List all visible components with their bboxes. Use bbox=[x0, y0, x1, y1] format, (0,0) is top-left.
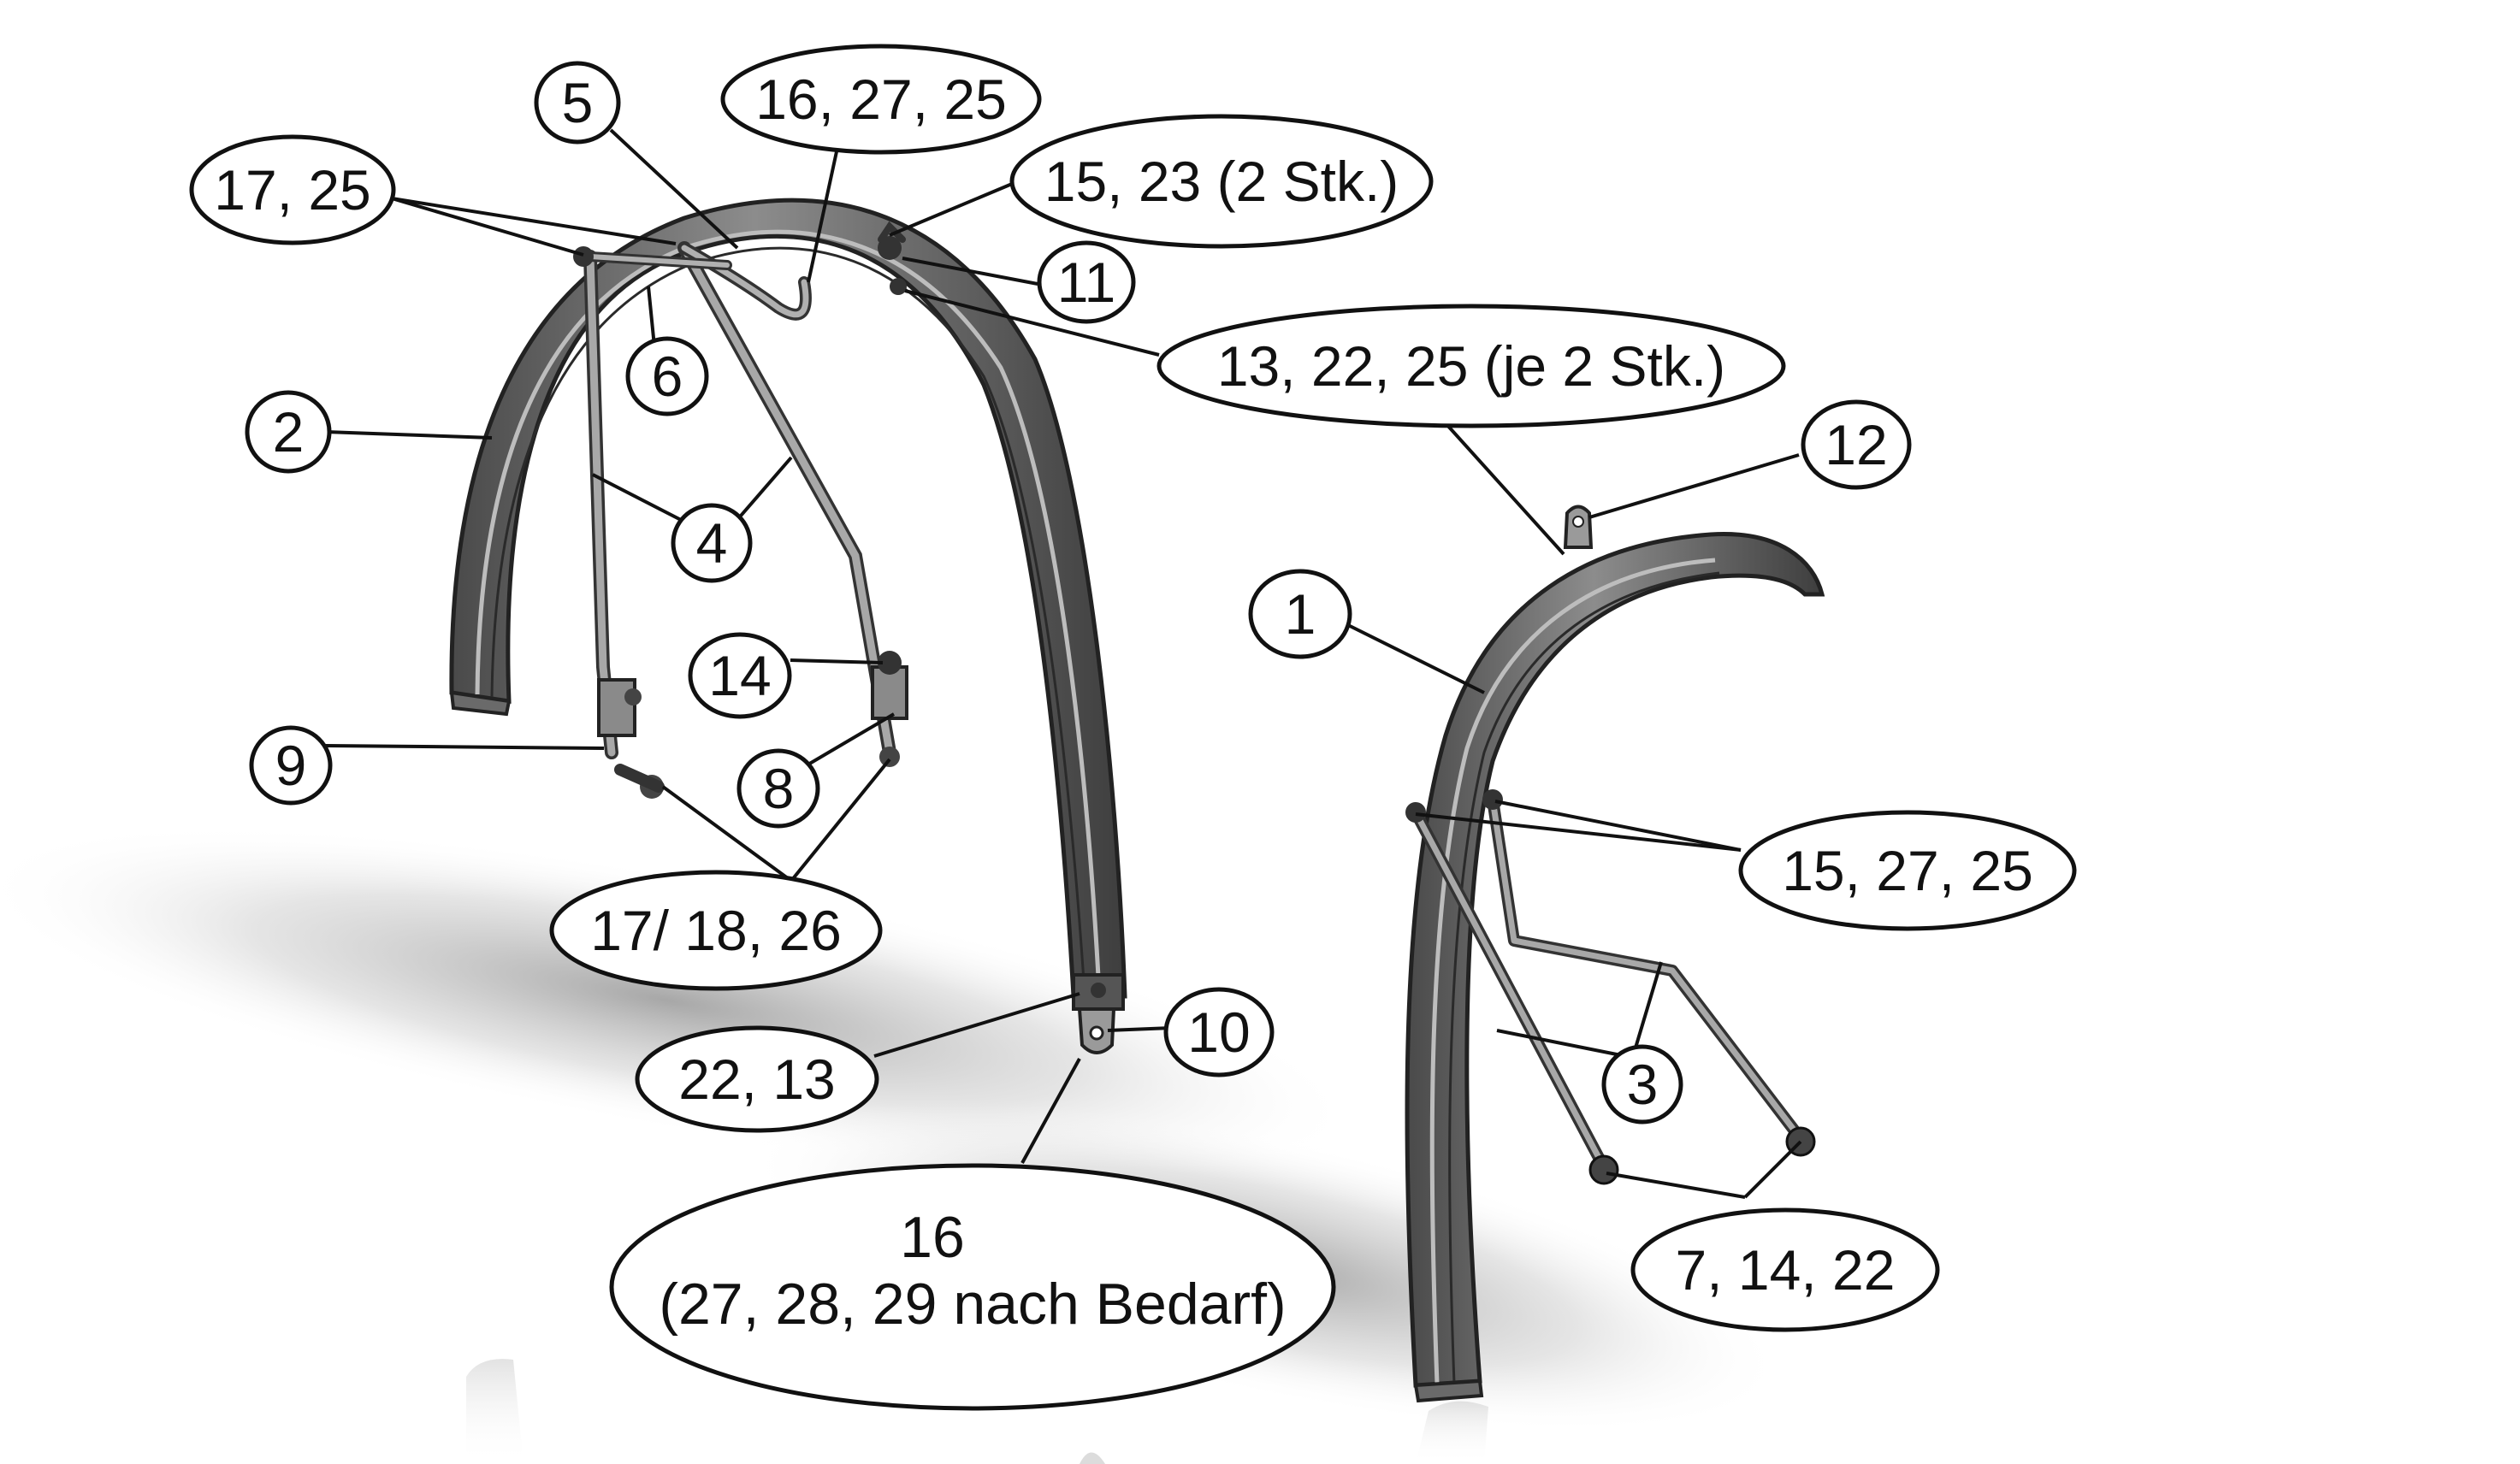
svg-text:(27, 28, 29 nach Bedarf): (27, 28, 29 nach Bedarf) bbox=[659, 1272, 1286, 1337]
callout-4: 4 bbox=[671, 503, 753, 583]
svg-text:6: 6 bbox=[652, 345, 683, 408]
svg-text:11: 11 bbox=[1057, 251, 1116, 314]
callout-8: 8 bbox=[736, 748, 820, 829]
floor-reflection bbox=[466, 1359, 1488, 1464]
callout-2: 2 bbox=[245, 390, 332, 474]
svg-text:7, 14, 22: 7, 14, 22 bbox=[1676, 1238, 1896, 1302]
svg-text:17/ 18, 26: 17/ 18, 26 bbox=[590, 899, 842, 962]
svg-text:16, 27, 25: 16, 27, 25 bbox=[755, 68, 1007, 131]
callout-3: 3 bbox=[1601, 1044, 1683, 1125]
svg-text:22, 13: 22, 13 bbox=[678, 1048, 836, 1111]
svg-text:15, 23 (2 Stk.): 15, 23 (2 Stk.) bbox=[1044, 150, 1399, 213]
callout-1: 1 bbox=[1248, 569, 1352, 659]
svg-text:17, 25: 17, 25 bbox=[214, 158, 371, 221]
callout-22-13: 22, 13 bbox=[635, 1025, 879, 1133]
svg-text:14: 14 bbox=[708, 644, 771, 707]
svg-text:13, 22, 25 (je 2 Stk.): 13, 22, 25 (je 2 Stk.) bbox=[1217, 334, 1725, 398]
callout-15-23: 15, 23 (2 Stk.) bbox=[1009, 114, 1434, 249]
rear-fender bbox=[449, 198, 1127, 1054]
callout-12: 12 bbox=[1801, 399, 1912, 490]
svg-text:5: 5 bbox=[562, 71, 594, 134]
callout-11: 11 bbox=[1037, 240, 1136, 324]
rear-stays bbox=[573, 221, 908, 799]
svg-text:3: 3 bbox=[1627, 1053, 1659, 1116]
callout-17-25: 17, 25 bbox=[189, 134, 396, 245]
front-fender bbox=[1405, 505, 1825, 1403]
svg-text:10: 10 bbox=[1187, 1001, 1250, 1064]
callout-13-22-25: 13, 22, 25 (je 2 Stk.) bbox=[1156, 304, 1786, 428]
svg-text:4: 4 bbox=[696, 511, 728, 575]
svg-text:2: 2 bbox=[273, 400, 305, 463]
callout-9: 9 bbox=[249, 725, 333, 806]
svg-text:12: 12 bbox=[1825, 413, 1887, 476]
callout-7-14-22: 7, 14, 22 bbox=[1630, 1207, 1940, 1332]
callout-15-27-25: 15, 27, 25 bbox=[1738, 810, 2077, 931]
callout-6: 6 bbox=[625, 336, 709, 416]
svg-text:1: 1 bbox=[1285, 582, 1316, 646]
svg-text:15, 27, 25: 15, 27, 25 bbox=[1782, 839, 2033, 902]
callout-16-nach-bedarf: 16 (27, 28, 29 nach Bedarf) bbox=[609, 1163, 1336, 1411]
svg-text:8: 8 bbox=[763, 757, 795, 820]
callout-5: 5 bbox=[534, 61, 621, 145]
leader-lines bbox=[324, 128, 1802, 1199]
callout-14: 14 bbox=[688, 632, 792, 719]
callout-16-27-25: 16, 27, 25 bbox=[720, 44, 1042, 155]
callout-10: 10 bbox=[1163, 987, 1275, 1077]
callout-17-18-26: 17/ 18, 26 bbox=[549, 870, 883, 991]
svg-text:9: 9 bbox=[275, 734, 307, 797]
svg-text:16: 16 bbox=[900, 1205, 965, 1270]
